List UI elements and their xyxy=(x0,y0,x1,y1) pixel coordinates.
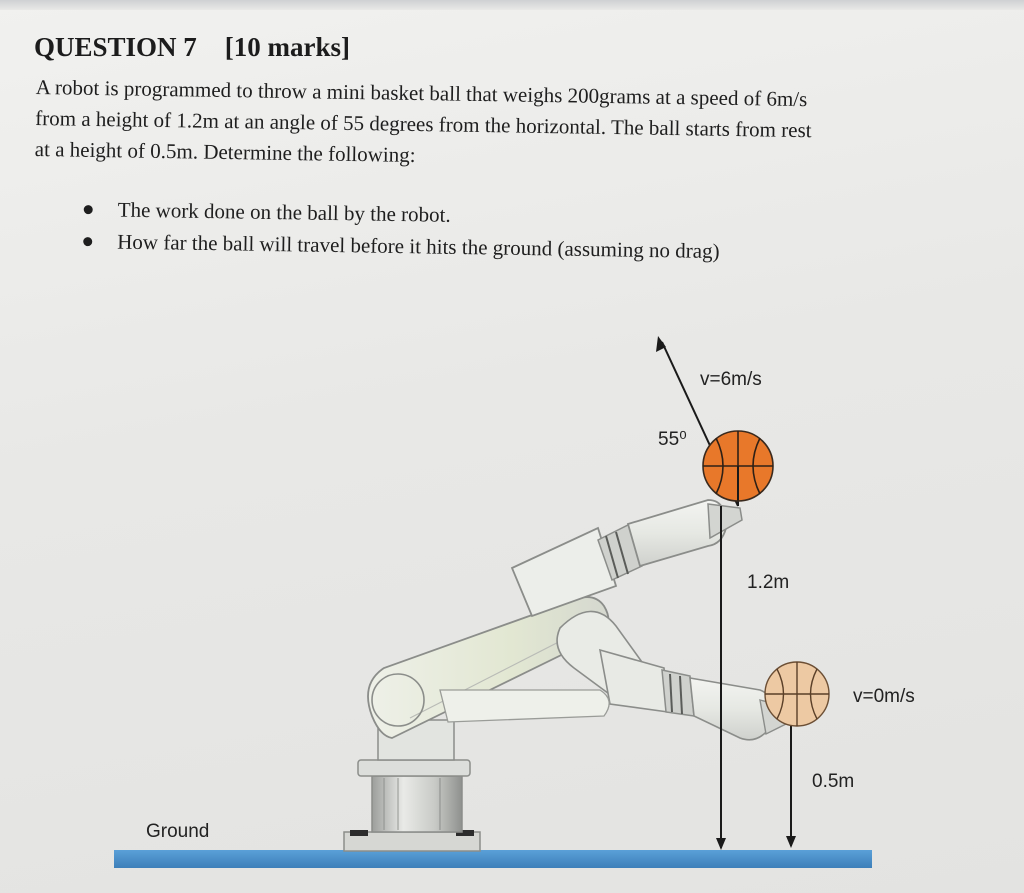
release-height-label: 1.2m xyxy=(747,572,790,593)
robot-forearm-raised xyxy=(510,499,743,618)
monitor-edge xyxy=(0,0,1024,10)
robot-base xyxy=(343,719,481,852)
launch-velocity-label: v=6m/s xyxy=(700,369,762,390)
robot-forearm-lowered xyxy=(439,610,791,741)
angle-label: 55⁰ xyxy=(658,429,687,450)
question-number: QUESTION 7 xyxy=(34,32,197,62)
start-velocity-label: v=0m/s xyxy=(853,686,915,707)
start-height-label: 0.5m xyxy=(812,771,855,792)
basketball-start-icon xyxy=(764,661,830,727)
ground-bar xyxy=(114,850,872,868)
basketball-release-icon xyxy=(702,430,774,502)
question-marks: [10 marks] xyxy=(224,32,351,62)
question-heading: QUESTION 7 [10 marks] xyxy=(34,32,350,63)
ground-label: Ground xyxy=(146,821,210,842)
